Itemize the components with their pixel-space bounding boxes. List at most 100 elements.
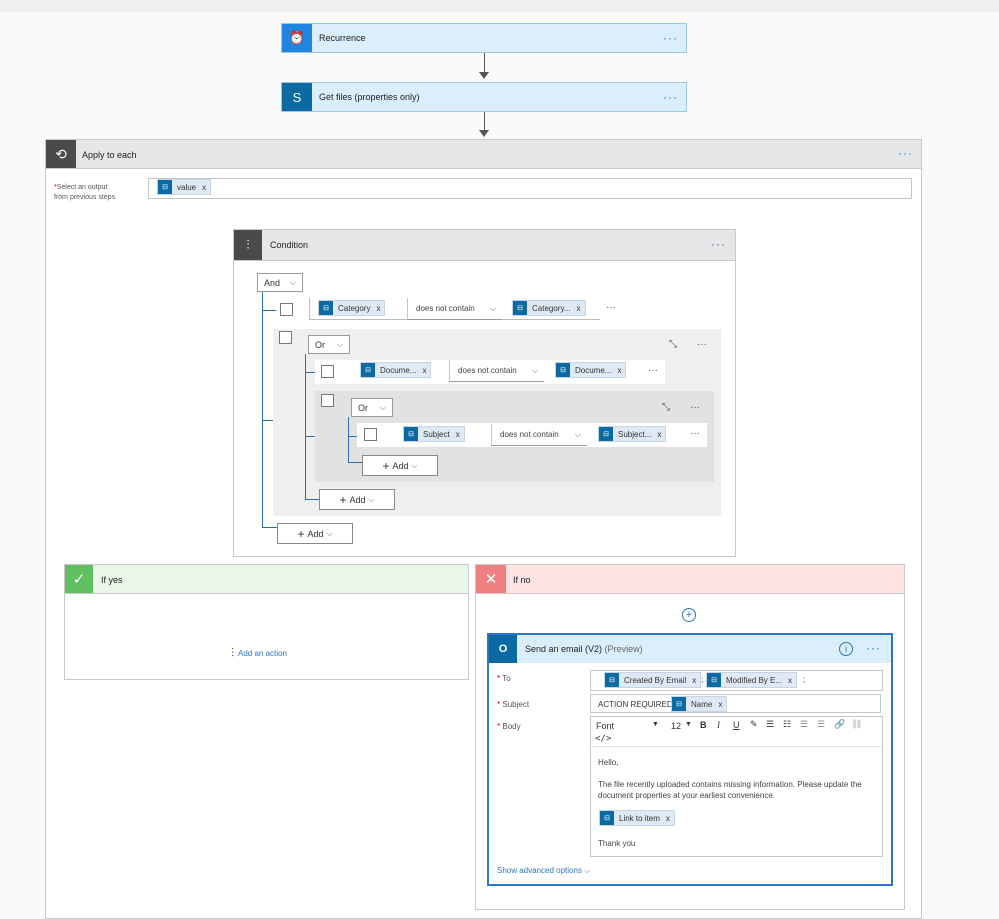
group-checkbox[interactable] [321, 394, 334, 407]
send-email-header[interactable] [489, 635, 891, 663]
operator-select[interactable]: does not contain⌵ [449, 360, 544, 382]
show-advanced-options-link[interactable]: Show advanced options ⌵ [497, 866, 591, 875]
operator-select[interactable]: does not contain⌵ [491, 424, 587, 446]
get-files-more-icon[interactable]: ··· [663, 90, 678, 104]
tree-line [262, 292, 263, 527]
add-button[interactable]: + Add ⌵ [277, 523, 353, 544]
row-more-icon[interactable]: ··· [606, 302, 616, 313]
remove-token-icon[interactable]: x [202, 182, 207, 192]
increase-indent-icon[interactable]: ☰ [817, 719, 826, 729]
chevron-down-icon: ⌵ [289, 277, 296, 287]
document-value-token[interactable]: ⊟ Docume... x [555, 362, 627, 378]
row-checkbox[interactable] [321, 365, 334, 378]
created-by-email-token[interactable]: ⊟ Created By Email x [604, 672, 702, 688]
plus-icon: + [382, 458, 390, 473]
insert-step-plus-icon[interactable]: + [682, 608, 696, 622]
font-select[interactable]: Font [596, 721, 615, 731]
chevron-down-icon: ⌵ [326, 528, 333, 538]
underline-icon[interactable]: U [733, 720, 740, 730]
numbered-list-icon[interactable]: ☷ [783, 719, 792, 729]
body-line-1: The file recently uploaded contains miss… [598, 780, 862, 789]
get-files-card[interactable]: S Get files (properties only) ··· [281, 82, 687, 112]
add-button[interactable]: + Add ⌵ [319, 489, 395, 510]
group-operator-select[interactable]: Or⌵ [308, 335, 350, 354]
name-token[interactable]: ⊟ Name x [671, 696, 728, 712]
tree-line [348, 462, 362, 463]
checkmark-icon: ✓ [65, 565, 93, 593]
remove-token-icon[interactable]: x [576, 303, 581, 313]
decrease-indent-icon[interactable]: ☰ [800, 719, 809, 729]
remove-token-icon[interactable]: x [788, 675, 793, 685]
bullet-list-icon[interactable]: ☰ [766, 719, 775, 729]
font-dropdown-icon[interactable]: ▼ [652, 721, 659, 728]
code-view-icon[interactable]: </> [595, 734, 612, 744]
tree-line [262, 527, 277, 528]
chevron-down-icon: ⌵ [584, 866, 591, 875]
remove-token-icon[interactable]: x [665, 813, 670, 823]
recurrence-card[interactable]: ⏰ Recurrence ··· [281, 23, 687, 53]
row-checkbox[interactable] [280, 303, 293, 316]
remove-token-icon[interactable]: x [422, 365, 427, 375]
remove-token-icon[interactable]: x [657, 429, 662, 439]
apply-to-each-title: Apply to each [82, 150, 137, 160]
document-token[interactable]: ⊟ Docume... x [360, 362, 432, 378]
remove-token-icon[interactable]: x [617, 365, 622, 375]
tree-line [348, 436, 357, 437]
condition-header[interactable] [233, 229, 736, 261]
row-more-icon[interactable]: ··· [648, 365, 658, 376]
highlight-pen-icon[interactable]: ✎ [750, 719, 758, 729]
body-editor[interactable] [590, 716, 883, 857]
recipient-separator: ; [701, 675, 704, 684]
info-icon[interactable]: i [839, 642, 853, 656]
subject-label: * Subject [497, 700, 530, 709]
tree-line [305, 436, 315, 437]
operator-select[interactable]: does not contain⌵ [407, 298, 502, 320]
recurrence-more-icon[interactable]: ··· [663, 31, 678, 45]
collapse-icon[interactable]: ⤡ [669, 339, 677, 350]
row-checkbox[interactable] [364, 428, 377, 441]
italic-icon[interactable]: I [717, 720, 720, 730]
select-output-field[interactable] [148, 178, 912, 199]
modified-by-email-token[interactable]: ⊟ Modified By E... x [706, 672, 798, 688]
remove-token-icon[interactable]: x [455, 429, 460, 439]
loop-icon: ⟲ [46, 140, 76, 168]
unlink-icon[interactable]: ⛓ [851, 719, 863, 729]
condition-more-icon[interactable]: ··· [711, 237, 726, 251]
tree-line [262, 310, 276, 311]
collapse-icon[interactable]: ⤡ [662, 402, 670, 413]
recurrence-label: Recurrence [319, 33, 366, 43]
subject-value-token[interactable]: ⊟ Subject... x [598, 426, 667, 442]
if-no-header [475, 564, 905, 594]
remove-token-icon[interactable]: x [692, 675, 697, 685]
plus-icon: + [339, 492, 347, 507]
value-token[interactable]: ⊟ value x [157, 179, 212, 195]
chevron-down-icon: ⌵ [379, 402, 386, 412]
apply-to-each-header[interactable] [45, 139, 922, 169]
category-value-token[interactable]: ⊟ Category... x [512, 300, 586, 316]
tree-line [305, 354, 306, 499]
dynamic-content-icon: ⊟ [404, 427, 418, 441]
group-operator-select[interactable]: Or⌵ [351, 398, 393, 417]
row-more-icon[interactable]: ··· [690, 428, 700, 439]
dynamic-content-icon: ⊟ [599, 427, 613, 441]
link-to-item-token[interactable]: ⊟ Link to item x [599, 810, 675, 826]
remove-token-icon[interactable]: x [376, 303, 381, 313]
size-select[interactable]: 12 [671, 721, 682, 731]
group-more-icon[interactable]: ··· [690, 402, 700, 413]
send-email-more-icon[interactable]: ··· [866, 641, 881, 655]
connector-arrow-icon [479, 72, 489, 79]
apply-to-each-more-icon[interactable]: ··· [898, 146, 913, 160]
group-more-icon[interactable]: ··· [697, 339, 707, 350]
remove-token-icon[interactable]: x [718, 699, 723, 709]
add-action-link[interactable]: ⫶ Add an action [231, 646, 287, 660]
category-token[interactable]: ⊟ Category x [318, 300, 386, 316]
root-operator-select[interactable]: And⌵ [257, 273, 303, 292]
add-button[interactable]: + Add ⌵ [362, 455, 438, 476]
group-checkbox[interactable] [279, 331, 292, 344]
link-icon[interactable]: 🔗 [834, 719, 846, 729]
body-line-2: document properties at your earliest con… [598, 791, 775, 800]
subject-field[interactable] [590, 694, 881, 713]
bold-icon[interactable]: B [700, 720, 707, 730]
subject-token[interactable]: ⊟ Subject x [403, 426, 465, 442]
size-dropdown-icon[interactable]: ▼ [685, 721, 692, 728]
